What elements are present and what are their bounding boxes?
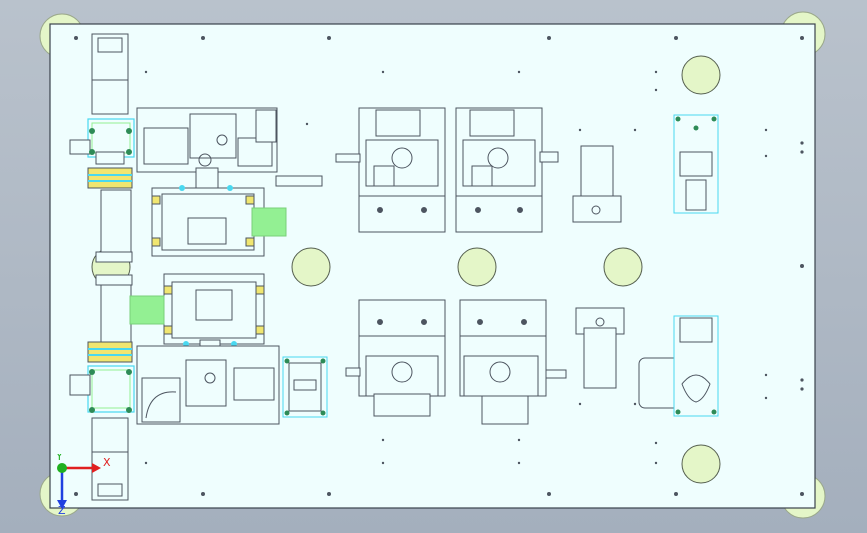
left-rail-assembly[interactable] (91, 33, 133, 501)
boss-1 (681, 55, 721, 95)
fixture-top-2[interactable] (455, 107, 559, 233)
fixture-narrow-bottom[interactable] (575, 307, 625, 389)
plate-holes (74, 36, 804, 496)
rail-upper (100, 189, 132, 263)
z-axis-label: Z (58, 504, 66, 514)
boss-4 (603, 247, 643, 287)
locating-bosses (91, 55, 721, 484)
green-block-lower (129, 295, 165, 325)
fixture-bottom-2[interactable] (459, 299, 567, 425)
x-axis-label: X (103, 456, 111, 469)
fixture-right-bottom[interactable] (638, 315, 719, 417)
magazine-top (91, 33, 129, 115)
station-small-center[interactable] (282, 356, 328, 418)
base-plate[interactable] (49, 23, 816, 509)
boss-6 (681, 444, 721, 484)
coordinate-triad: X Y Z (52, 450, 112, 517)
left-clamp-top[interactable] (69, 118, 135, 189)
fixture-bottom-1[interactable] (345, 299, 446, 417)
fixture-right-top[interactable] (673, 114, 719, 214)
boss-3 (457, 247, 497, 287)
green-block-upper (251, 207, 287, 237)
fixture-top-1[interactable] (335, 107, 446, 233)
left-clamp-bottom[interactable] (69, 341, 135, 413)
y-axis-dot (57, 463, 67, 473)
fixture-narrow-top[interactable] (572, 145, 622, 223)
station-upper-left[interactable] (136, 107, 323, 257)
boss-2 (291, 247, 331, 287)
rail-lower (100, 274, 132, 348)
station-lower-left[interactable] (129, 273, 280, 425)
y-axis-label: Y (55, 454, 63, 463)
